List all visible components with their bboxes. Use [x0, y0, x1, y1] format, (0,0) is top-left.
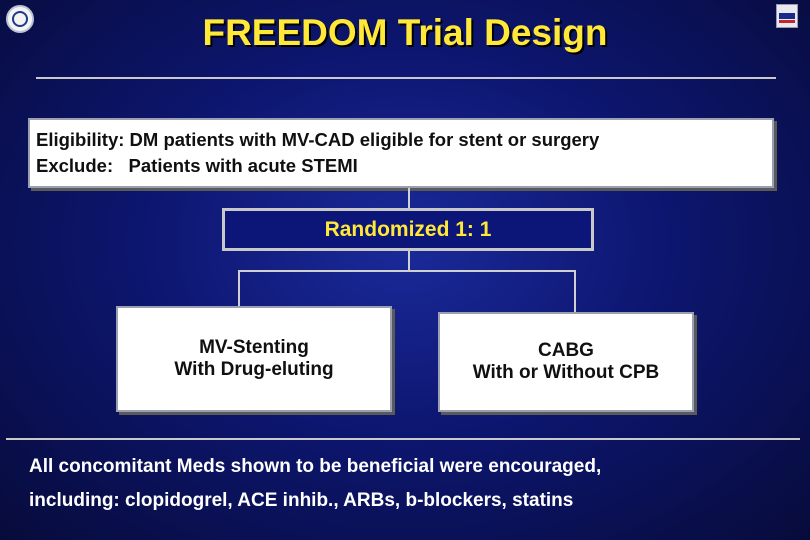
- slide-title: FREEDOM Trial Design: [202, 12, 608, 53]
- cabg-arm-box: CABG With or Without CPB: [438, 312, 694, 412]
- stenting-arm-title: MV-Stenting: [199, 337, 309, 358]
- title-divider: [36, 77, 776, 79]
- connector-to-left-arm: [238, 270, 240, 306]
- cabg-arm-title: CABG: [538, 340, 594, 361]
- connector-randomization-down: [408, 251, 410, 271]
- eligibility-box: Eligibility: DM patients with MV-CAD eli…: [28, 118, 774, 188]
- eligibility-line: Eligibility: DM patients with MV-CAD eli…: [36, 129, 600, 150]
- medications-note: All concomitant Meds shown to be benefic…: [29, 450, 799, 518]
- medications-line: All concomitant Meds shown to be benefic…: [29, 456, 602, 477]
- exclusion-line: Exclude: Patients with acute STEMI: [36, 155, 358, 176]
- bottom-divider: [6, 438, 800, 440]
- connector-to-right-arm: [574, 270, 576, 312]
- randomization-label: Randomized 1: 1: [324, 217, 492, 241]
- heart-logo: [776, 4, 798, 28]
- cabg-arm-subtitle: With or Without CPB: [472, 362, 660, 383]
- connector-branch: [238, 270, 576, 272]
- stenting-arm-box: MV-Stenting With Drug-eluting: [116, 306, 392, 412]
- randomization-box: Randomized 1: 1: [222, 208, 594, 251]
- society-seal-logo: [6, 5, 34, 33]
- medications-line: including: clopidogrel, ACE inhib., ARBs…: [29, 490, 574, 511]
- connector-eligibility-to-randomization: [408, 188, 410, 208]
- stenting-arm-subtitle: With Drug-eluting: [174, 359, 334, 380]
